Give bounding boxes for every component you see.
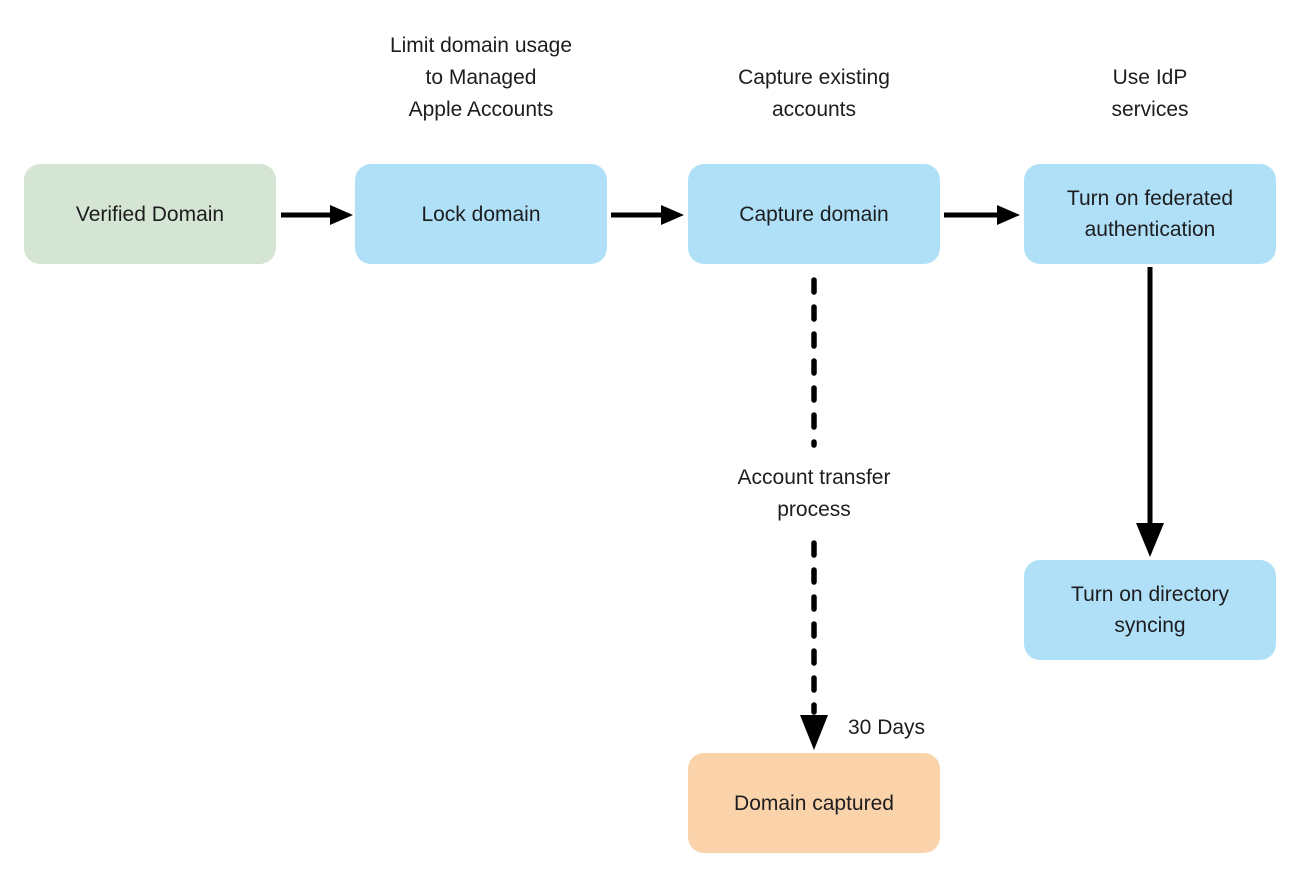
node-domain-captured: Domain captured <box>688 753 940 853</box>
annotation-account-transfer-process: Account transfer process <box>737 466 891 521</box>
arrow-capture-to-domain-captured <box>800 277 828 750</box>
arrow-capture-to-federated <box>944 205 1020 225</box>
arrow-verified-to-lock <box>281 205 353 225</box>
arrow-lock-to-capture <box>611 205 684 225</box>
node-turn-on-directory-syncing: Turn on directory syncing <box>1024 560 1276 660</box>
annotation-30-days: 30 Days <box>848 716 926 739</box>
node-turn-on-federated-authentication: Turn on federated authentication <box>1024 164 1276 264</box>
node-capture-domain: Capture domain <box>688 164 940 264</box>
arrow-federated-to-directory <box>1136 267 1164 557</box>
node-verified-domain: Verified Domain <box>24 164 276 264</box>
annotation-limit-domain-usage: Limit domain usage to Managed Apple Acco… <box>389 34 573 121</box>
annotation-use-idp-services: Use IdP services <box>1111 66 1189 121</box>
node-lock-domain: Lock domain <box>355 164 607 264</box>
annotation-capture-existing-accounts: Capture existing accounts <box>738 66 890 121</box>
